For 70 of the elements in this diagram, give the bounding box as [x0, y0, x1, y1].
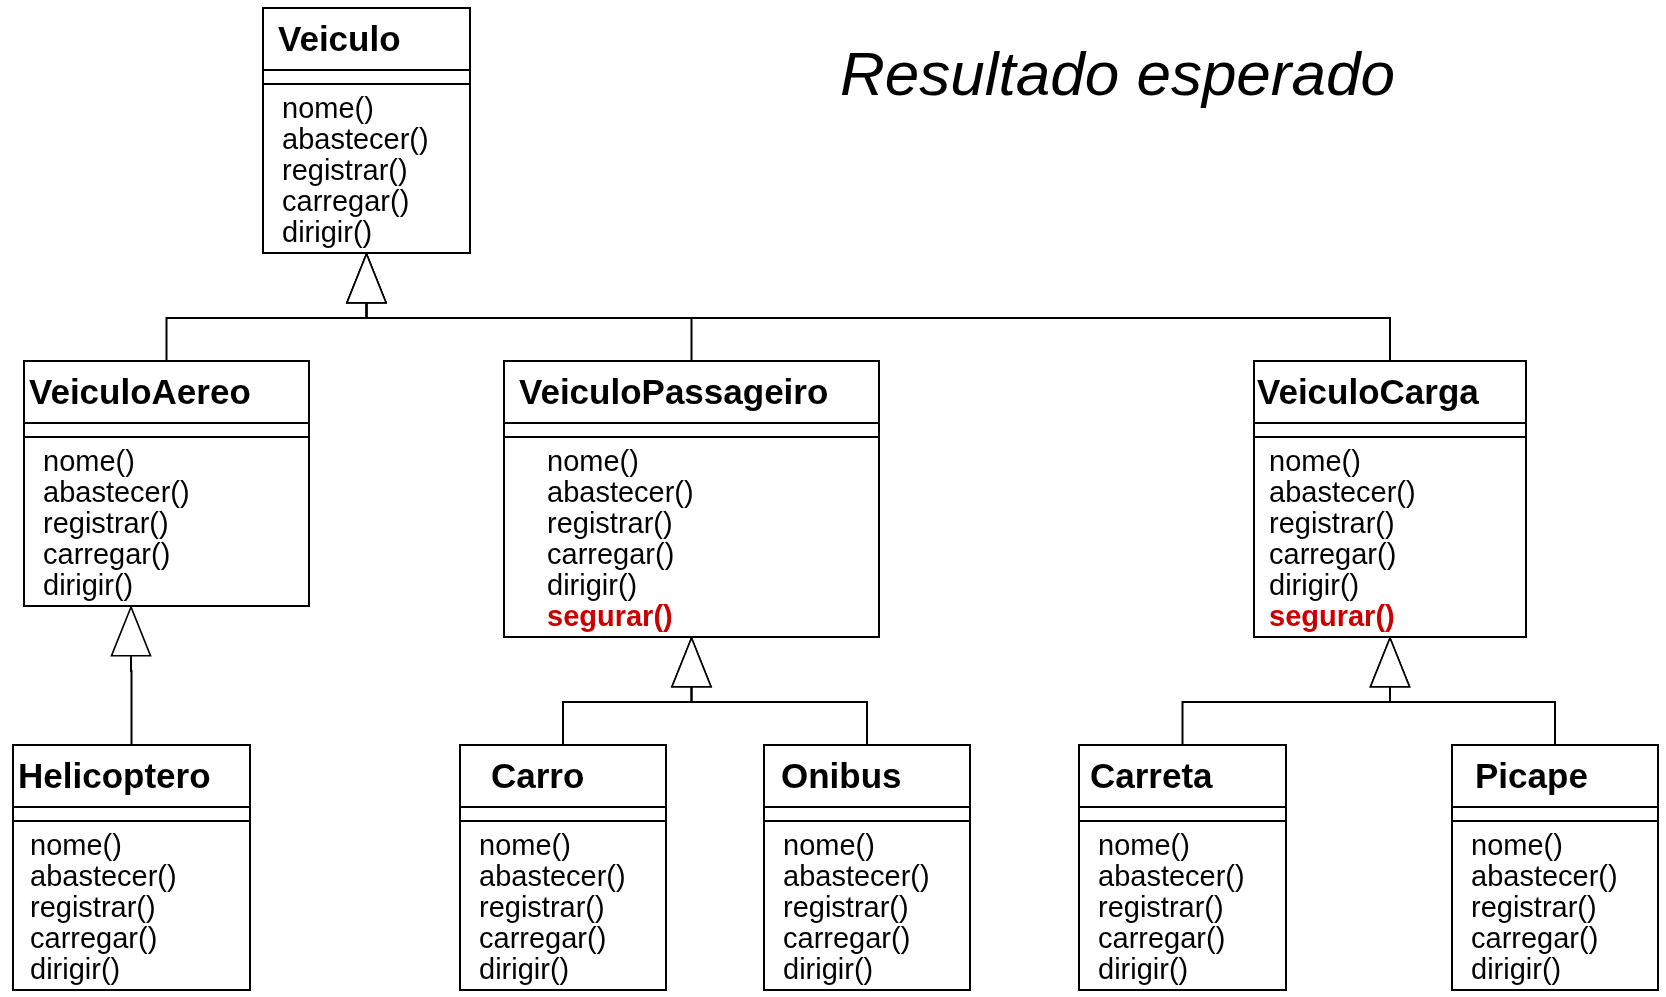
method-name: carregar(): [282, 186, 410, 217]
class-name: Carro: [491, 756, 585, 796]
method-name: nome(): [43, 446, 135, 477]
method-name: dirigir(): [783, 954, 874, 985]
class-box: [763, 744, 971, 991]
method-name: nome(): [547, 446, 639, 477]
method-name: dirigir(): [30, 954, 121, 985]
method-name: registrar(): [547, 508, 673, 539]
class-name: Veiculo: [278, 19, 401, 59]
method-name: segurar(): [547, 601, 673, 632]
method-name: nome(): [783, 830, 875, 861]
method-name: abastecer(): [1098, 861, 1245, 892]
class-name: Onibus: [781, 756, 902, 796]
method-name: carregar(): [1471, 923, 1599, 954]
class-name: VeiculoPassageiro: [519, 372, 829, 412]
method-name: nome(): [1269, 446, 1361, 477]
method-name: registrar(): [43, 508, 169, 539]
method-name: registrar(): [479, 892, 605, 923]
method-name: dirigir(): [1269, 570, 1360, 601]
class-box: [1451, 744, 1659, 991]
class-box: [459, 744, 667, 991]
method-name: carregar(): [783, 923, 911, 954]
method-name: registrar(): [1471, 892, 1597, 923]
method-name: abastecer(): [547, 477, 694, 508]
method-name: abastecer(): [479, 861, 626, 892]
method-name: dirigir(): [1471, 954, 1562, 985]
inheritance-arrow: [346, 253, 1391, 361]
method-name: nome(): [1471, 830, 1563, 861]
class-name: Helicoptero: [18, 756, 211, 796]
class-box: [12, 744, 251, 991]
method-name: nome(): [282, 93, 374, 124]
method-name: dirigir(): [547, 570, 638, 601]
inheritance-arrow: [1369, 637, 1556, 745]
method-name: dirigir(): [479, 954, 570, 985]
method-name: carregar(): [547, 539, 675, 570]
method-name: dirigir(): [282, 217, 373, 248]
method-name: abastecer(): [1471, 861, 1618, 892]
method-name: registrar(): [282, 155, 408, 186]
class-name: VeiculoAereo: [29, 372, 251, 412]
method-name: abastecer(): [282, 124, 429, 155]
method-name: carregar(): [479, 923, 607, 954]
class-box: [23, 360, 310, 607]
class-name: VeiculoCarga: [1257, 372, 1479, 412]
method-name: nome(): [479, 830, 571, 861]
method-name: carregar(): [30, 923, 158, 954]
class-name: Picape: [1475, 756, 1588, 796]
method-name: registrar(): [783, 892, 909, 923]
method-name: registrar(): [1269, 508, 1395, 539]
method-name: dirigir(): [1098, 954, 1189, 985]
method-name: abastecer(): [783, 861, 930, 892]
class-box: [503, 360, 880, 638]
method-name: abastecer(): [30, 861, 177, 892]
inheritance-arrow: [671, 637, 868, 745]
diagram-title: Resultado esperado: [840, 38, 1395, 110]
method-name: carregar(): [43, 539, 171, 570]
class-box: [1253, 360, 1527, 638]
inheritance-arrow: [110, 606, 152, 745]
class-box: [1078, 744, 1287, 991]
method-name: carregar(): [1098, 923, 1226, 954]
class-name: Carreta: [1090, 756, 1213, 796]
method-name: abastecer(): [1269, 477, 1416, 508]
method-name: dirigir(): [43, 570, 134, 601]
method-name: registrar(): [30, 892, 156, 923]
method-name: abastecer(): [43, 477, 190, 508]
class-box: [262, 7, 471, 254]
method-name: segurar(): [1269, 601, 1395, 632]
method-name: nome(): [30, 830, 122, 861]
method-name: carregar(): [1269, 539, 1397, 570]
method-name: nome(): [1098, 830, 1190, 861]
method-name: registrar(): [1098, 892, 1224, 923]
